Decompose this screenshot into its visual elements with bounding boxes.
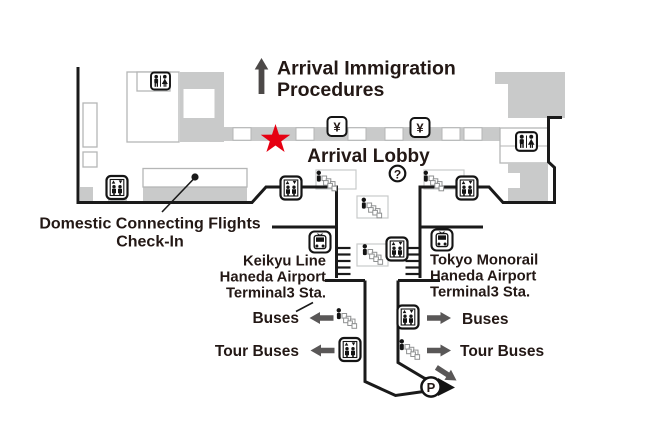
parking-label: P	[427, 380, 436, 395]
room-left-lower	[82, 151, 98, 168]
buses-left-label: Buses	[252, 310, 299, 327]
elevator-icon	[396, 304, 420, 330]
keikyu-station-label-line2: Haneda Airport	[220, 270, 326, 286]
yen-glyph: ¥	[333, 119, 341, 134]
domestic-checkin-label-line1: Domestic Connecting Flights	[39, 216, 260, 233]
arrival-lobby-label: Arrival Lobby	[307, 146, 430, 167]
toilet-icon	[515, 131, 538, 152]
elevator-icon	[385, 236, 409, 262]
keikyu-callout-line	[295, 301, 314, 313]
keikyu-station-label-line3: Terminal3 Sta.	[226, 286, 326, 302]
immigration-label-line1: Arrival Immigration	[277, 58, 456, 80]
monorail-station-label-line3: Terminal3 Sta.	[430, 285, 530, 301]
checkin-strip-gap-2	[127, 171, 143, 203]
information-icon	[388, 164, 407, 183]
wall-left-building	[76, 67, 338, 278]
checkin-callout-line	[161, 176, 196, 213]
checkin-strip-gap-1	[93, 187, 108, 203]
tour-buses-right-label: Tour Buses	[460, 343, 544, 360]
immigration-label-line2: Procedures	[277, 79, 384, 101]
keikyu-station-label-line1: Keikyu Line	[243, 254, 326, 270]
train-icon	[308, 230, 332, 254]
elevator-icon	[105, 174, 129, 201]
callouts	[161, 173, 314, 313]
buses-right-label: Buses	[462, 311, 509, 328]
toilet-icon	[150, 71, 171, 91]
elevator-icon	[455, 175, 479, 201]
stairs-hatching-left	[337, 246, 351, 276]
tour-buses-left-label: Tour Buses	[215, 343, 299, 360]
area-block-right-notch	[495, 84, 508, 118]
yen-glyph: ¥	[416, 120, 424, 135]
domestic-checkin-label-line2: Check-In	[116, 234, 184, 251]
booth-cells	[232, 127, 483, 141]
parking-exit-arrowhead	[438, 378, 455, 396]
parking-icon	[420, 376, 442, 398]
elevator-icon	[338, 336, 362, 363]
room-left-upper	[82, 102, 98, 148]
monorail-station-label-line2: Haneda Airport	[430, 269, 536, 285]
train-icon	[430, 228, 454, 252]
area-block-right-lower-notch	[493, 173, 520, 188]
information-glyph: ?	[394, 167, 401, 181]
area-block-left-notch	[183, 89, 215, 118]
monorail-station-label-line1: Tokyo Monorail	[430, 253, 538, 269]
elevator-icon	[279, 175, 303, 201]
checkin-callout-dot	[191, 173, 199, 181]
wall-corridor-left	[363, 280, 439, 398]
